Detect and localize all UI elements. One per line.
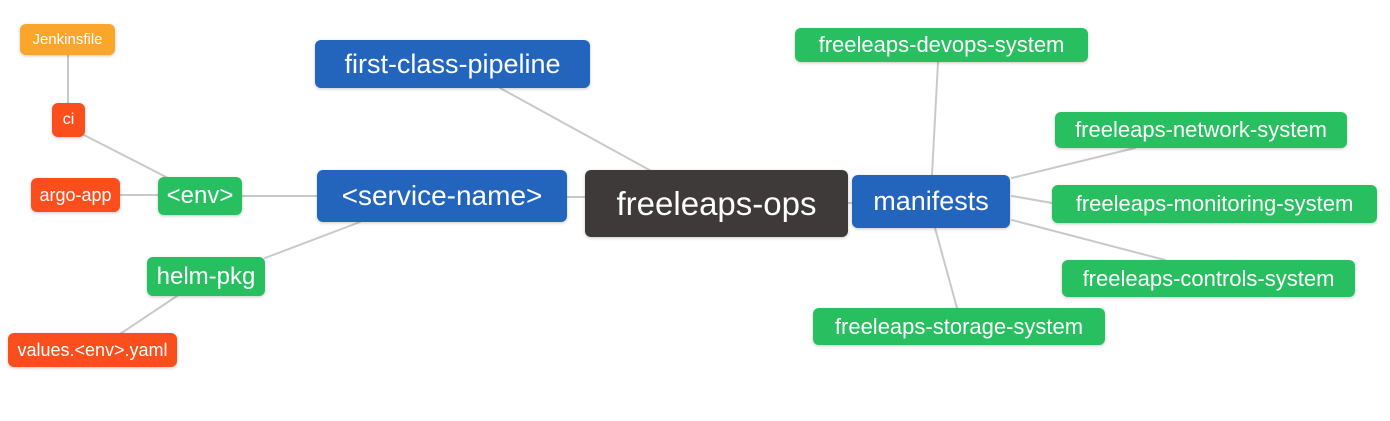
edge-first-class-pipeline--freeleaps-ops [499,87,654,173]
node-ci[interactable]: ci [52,103,85,137]
edge-manifests--freeleaps-controls-system [1011,219,1166,261]
node-service-name[interactable]: <service-name> [317,170,567,222]
node-manifests[interactable]: manifests [852,175,1010,228]
edge-manifests--freeleaps-devops-system [931,61,939,176]
edge-helm-pkg--service-name [264,221,361,259]
node-freeleaps-devops-system[interactable]: freeleaps-devops-system [795,28,1088,62]
node-helm-pkg[interactable]: helm-pkg [147,257,265,296]
node-freeleaps-monitoring-system[interactable]: freeleaps-monitoring-system [1052,185,1377,223]
edge-helm-pkg--values-env-yaml [119,295,178,335]
node-freeleaps-controls-system[interactable]: freeleaps-controls-system [1062,260,1355,297]
node-env[interactable]: <env> [158,177,242,215]
edge-ci--env [83,134,169,179]
node-first-class-pipeline[interactable]: first-class-pipeline [315,40,590,88]
edge-manifests--freeleaps-storage-system [934,227,958,309]
node-argo-app[interactable]: argo-app [31,178,120,212]
node-jenkinsfile[interactable]: Jenkinsfile [20,24,115,55]
edge-manifests--freeleaps-monitoring-system [1011,195,1053,204]
node-freeleaps-storage-system[interactable]: freeleaps-storage-system [813,308,1105,345]
edge-manifests--freeleaps-network-system [1011,147,1136,179]
node-freeleaps-ops[interactable]: freeleaps-ops [585,170,848,237]
node-freeleaps-network-system[interactable]: freeleaps-network-system [1055,112,1347,148]
node-values-env-yaml[interactable]: values.<env>.yaml [8,333,177,367]
